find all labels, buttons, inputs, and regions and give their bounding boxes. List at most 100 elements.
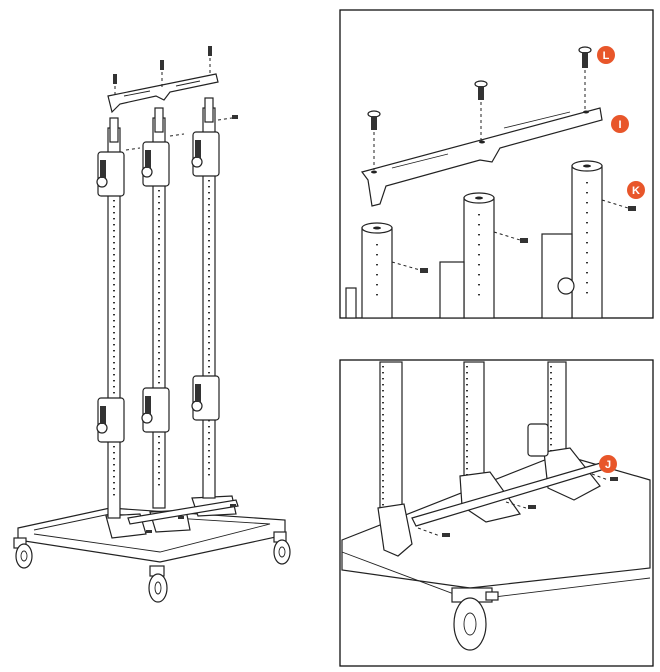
pole-hole bbox=[550, 426, 552, 428]
pole-hole bbox=[382, 390, 384, 392]
pole-hole bbox=[382, 432, 384, 434]
pole-hole bbox=[113, 488, 115, 490]
pole-hole bbox=[586, 182, 588, 184]
pole-hole bbox=[478, 244, 480, 246]
pole-hole bbox=[208, 300, 210, 302]
pole-hole bbox=[208, 258, 210, 260]
pole-hole bbox=[113, 278, 115, 280]
pole-hole bbox=[376, 244, 378, 246]
pole-hole bbox=[158, 238, 160, 240]
pole-hole bbox=[113, 212, 115, 214]
pole-hole bbox=[158, 280, 160, 282]
pole-hole bbox=[466, 444, 468, 446]
top-bracket bbox=[107, 73, 219, 114]
pole-hole bbox=[208, 348, 210, 350]
callout-label-K: K bbox=[632, 185, 640, 197]
side-screw bbox=[601, 199, 636, 211]
callout-L: L bbox=[597, 46, 615, 64]
pole-hole bbox=[550, 378, 552, 380]
pole-hole bbox=[113, 248, 115, 250]
pole-hole bbox=[113, 308, 115, 310]
pole-hole bbox=[382, 402, 384, 404]
pole-hole bbox=[158, 214, 160, 216]
pole-hole bbox=[208, 240, 210, 242]
pole-hole bbox=[550, 438, 552, 440]
pole-hole bbox=[113, 362, 115, 364]
pole-hole bbox=[586, 202, 588, 204]
pole-hole bbox=[382, 462, 384, 464]
base-bracket bbox=[377, 503, 413, 557]
lower-clamp bbox=[191, 375, 220, 421]
base-crossbar-detail-panel: J bbox=[339, 359, 654, 667]
screw bbox=[232, 115, 238, 119]
screw-guide bbox=[217, 117, 233, 121]
pole-hole bbox=[466, 432, 468, 434]
pole-hole bbox=[376, 284, 378, 286]
screw bbox=[160, 60, 164, 88]
pole-hole bbox=[113, 284, 115, 286]
pole-hole bbox=[208, 432, 210, 434]
pole-hole bbox=[208, 468, 210, 470]
pole-hole bbox=[113, 464, 115, 466]
pole-hole bbox=[208, 354, 210, 356]
pole-hole bbox=[586, 192, 588, 194]
lower-clamp bbox=[141, 387, 170, 433]
pole-hole bbox=[158, 442, 160, 444]
pole-hole bbox=[208, 420, 210, 422]
pole-hole bbox=[208, 222, 210, 224]
upper-clamp bbox=[96, 151, 125, 197]
pole-hole bbox=[113, 356, 115, 358]
pole-hole bbox=[586, 282, 588, 284]
pole-hole bbox=[113, 242, 115, 244]
pole-hole bbox=[208, 318, 210, 320]
pole-hole bbox=[478, 274, 480, 276]
pole-hole bbox=[550, 444, 552, 446]
pole-hole bbox=[550, 432, 552, 434]
pole-hole bbox=[550, 396, 552, 398]
top-bracket bbox=[360, 107, 603, 207]
pole-hole bbox=[113, 386, 115, 388]
pole-hole bbox=[466, 438, 468, 440]
pole-hole bbox=[382, 438, 384, 440]
pole-hole bbox=[208, 186, 210, 188]
pole-hole bbox=[158, 376, 160, 378]
pole-hole bbox=[158, 382, 160, 384]
lower-clamp bbox=[96, 397, 125, 443]
pole-hole bbox=[113, 452, 115, 454]
caster-wheel bbox=[273, 531, 291, 565]
upper-clamp bbox=[141, 141, 170, 187]
pole-hole bbox=[208, 462, 210, 464]
screw bbox=[505, 501, 536, 509]
pole-hole bbox=[158, 244, 160, 246]
pole-hole bbox=[158, 460, 160, 462]
pole-hole bbox=[158, 346, 160, 348]
pole-hole bbox=[113, 350, 115, 352]
pole-hole bbox=[113, 302, 115, 304]
pole-hole bbox=[158, 478, 160, 480]
pole-hole bbox=[158, 328, 160, 330]
base-frame-inner bbox=[33, 513, 271, 553]
full-stand-illustration bbox=[13, 46, 291, 603]
pole-hole bbox=[113, 236, 115, 238]
top-bracket-slots bbox=[391, 111, 571, 169]
pole bbox=[541, 160, 603, 319]
pole-hole bbox=[208, 330, 210, 332]
pole-hole bbox=[466, 378, 468, 380]
pole-hole bbox=[113, 338, 115, 340]
pole-hole bbox=[382, 456, 384, 458]
pole-hole bbox=[113, 380, 115, 382]
pole-hole bbox=[208, 264, 210, 266]
pole-hole bbox=[466, 456, 468, 458]
pole-hole bbox=[158, 448, 160, 450]
pole bbox=[547, 361, 567, 459]
pole-hole bbox=[586, 252, 588, 254]
caster-wheel bbox=[13, 537, 33, 569]
pole-hole bbox=[158, 322, 160, 324]
pole-hole bbox=[158, 316, 160, 318]
pole-hole bbox=[586, 232, 588, 234]
pole-hole bbox=[382, 486, 384, 488]
screw bbox=[591, 473, 618, 481]
pole-hole bbox=[158, 484, 160, 486]
pole-hole bbox=[382, 498, 384, 500]
pole bbox=[463, 361, 485, 483]
